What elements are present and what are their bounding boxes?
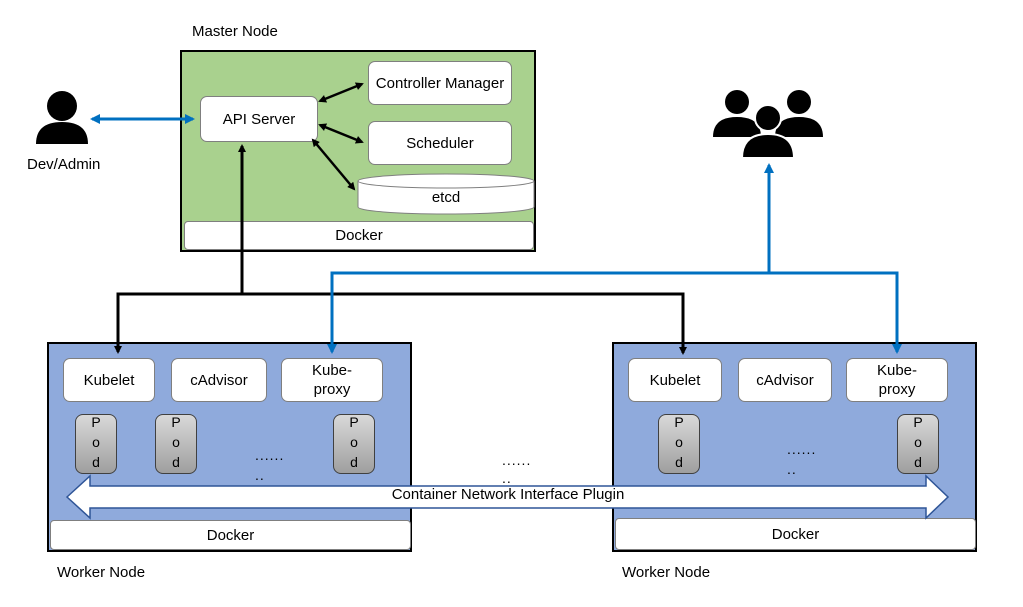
pod-label: Pod — [346, 414, 362, 474]
worker-docker: Docker — [615, 518, 976, 550]
more-pods-dots: ...... — [255, 447, 285, 463]
kube-proxy-box: Kube-proxy — [846, 358, 948, 402]
pod-label: Pod — [910, 414, 926, 474]
pod: Pod — [155, 414, 197, 474]
worker-node-title: Worker Node — [622, 564, 711, 581]
pod: Pod — [75, 414, 117, 474]
more-pods-dots: .. — [255, 467, 265, 483]
dev-admin-label: Dev/Admin — [27, 156, 101, 173]
kube-proxy-box: Kube-proxy — [281, 358, 383, 402]
pod: Pod — [333, 414, 375, 474]
kubelet-box: Kubelet — [63, 358, 155, 402]
worker-docker: Docker — [50, 520, 411, 550]
more-pods-dots: ...... — [787, 441, 817, 457]
cadvisor-box: cAdvisor — [171, 358, 267, 402]
more-nodes-dots: .. — [502, 470, 512, 486]
pod: Pod — [658, 414, 700, 474]
pod-label: Pod — [671, 414, 687, 474]
cni-label: Container Network Interface Plugin — [391, 486, 625, 503]
master-node-title: Master Node — [192, 23, 278, 40]
more-pods-dots: .. — [787, 461, 797, 477]
scheduler-box: Scheduler — [368, 121, 512, 165]
worker-node-title: Worker Node — [57, 564, 146, 581]
pod-label: Pod — [168, 414, 184, 474]
more-nodes-dots: ...... — [502, 452, 532, 468]
api-server-box: API Server — [200, 96, 318, 142]
master-node: API Server Controller Manager Scheduler … — [180, 50, 536, 252]
kubelet-box: Kubelet — [628, 358, 722, 402]
etcd-label: etcd — [431, 189, 461, 206]
pod-label: Pod — [88, 414, 104, 474]
pod: Pod — [897, 414, 939, 474]
cadvisor-box: cAdvisor — [738, 358, 832, 402]
master-docker: Docker — [184, 221, 534, 250]
controller-manager-box: Controller Manager — [368, 61, 512, 105]
